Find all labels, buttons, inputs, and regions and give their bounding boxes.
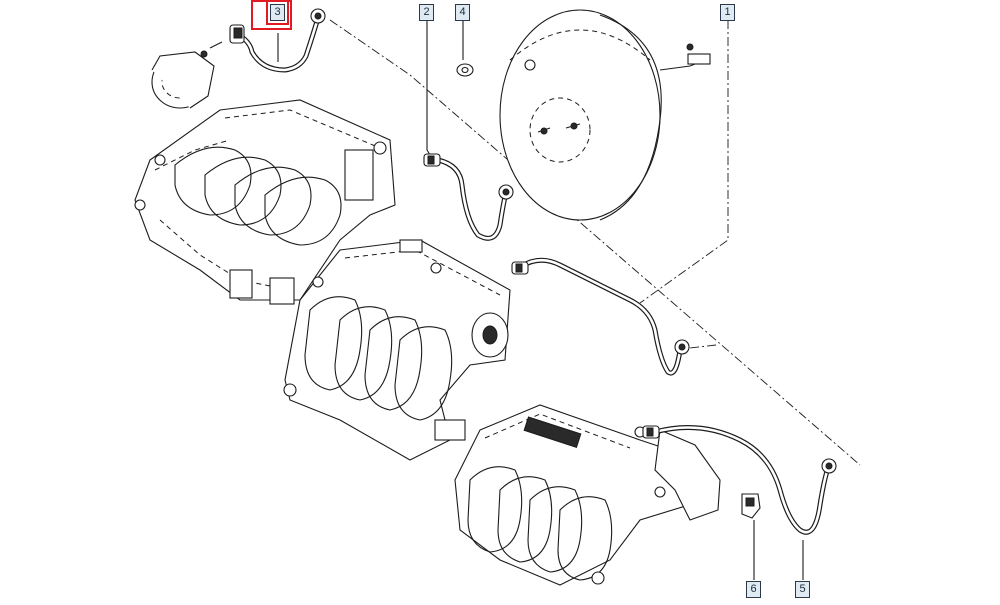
clip-part-6 bbox=[741, 493, 761, 519]
hose-part-5 bbox=[642, 425, 837, 535]
callout-part-3[interactable]: 3 bbox=[266, 0, 289, 25]
throttle-body-top bbox=[151, 41, 223, 109]
brake-booster bbox=[499, 9, 711, 221]
leader-line-2 bbox=[426, 20, 433, 159]
hose-part-1 bbox=[511, 257, 690, 376]
callout-part-1[interactable]: 1 bbox=[720, 4, 735, 21]
hose-part-3 bbox=[229, 8, 326, 73]
callout-part-2[interactable]: 2 bbox=[419, 4, 434, 21]
callout-part-5[interactable]: 5 bbox=[795, 581, 810, 598]
selection-highlight-frame bbox=[251, 0, 292, 30]
assembly-axis-line bbox=[329, 19, 861, 466]
hose-part-2 bbox=[423, 153, 514, 241]
callout-part-4[interactable]: 4 bbox=[455, 4, 470, 21]
washer-part-4 bbox=[456, 63, 474, 77]
intake-manifold-middle bbox=[283, 239, 511, 461]
leader-line-1 bbox=[639, 20, 729, 304]
leader-line-1b bbox=[689, 344, 717, 349]
intake-manifold-lower bbox=[454, 404, 721, 586]
callout-part-6[interactable]: 6 bbox=[746, 581, 761, 598]
